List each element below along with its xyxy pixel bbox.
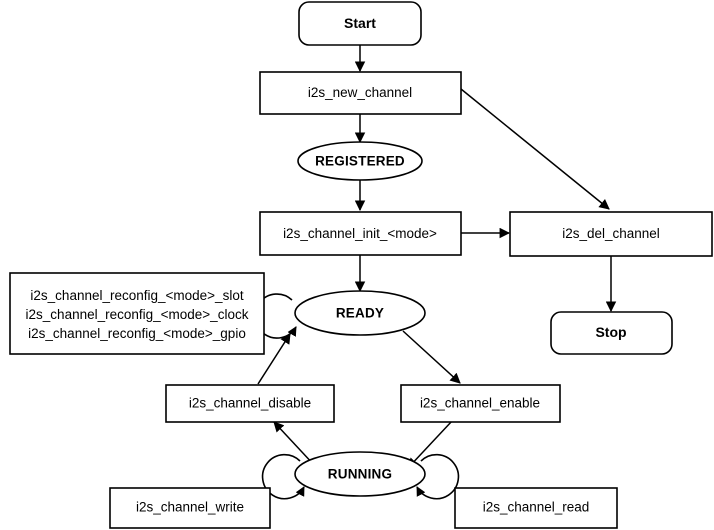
loop-running-read xyxy=(416,453,460,500)
edge-ready-to-channel-enable xyxy=(402,330,461,384)
channel-read-label: i2s_channel_read xyxy=(483,500,590,515)
edge-new-channel-to-del-channel xyxy=(460,88,610,210)
reconfig-line-2: i2s_channel_reconfig_<mode>_clock xyxy=(26,307,249,322)
new-channel-label: i2s_new_channel xyxy=(308,85,412,100)
node-start[interactable]: Start xyxy=(298,1,422,46)
node-channel-enable[interactable]: i2s_channel_enable xyxy=(400,384,561,423)
running-label: RUNNING xyxy=(328,467,392,482)
start-label: Start xyxy=(344,15,376,31)
del-channel-label: i2s_del_channel xyxy=(562,226,660,241)
node-channel-disable[interactable]: i2s_channel_disable xyxy=(165,384,335,423)
reconfig-line-3: i2s_channel_reconfig_<mode>_gpio xyxy=(28,326,246,341)
channel-enable-label: i2s_channel_enable xyxy=(420,396,540,411)
channel-init-shape xyxy=(259,211,462,256)
channel-enable-shape xyxy=(400,384,561,423)
node-stop[interactable]: Stop xyxy=(550,311,673,355)
ready-label: READY xyxy=(336,306,384,321)
reconfig-line-1: i2s_channel_reconfig_<mode>_slot xyxy=(30,288,243,303)
node-state-running[interactable]: RUNNING xyxy=(294,451,426,497)
channel-write-shape xyxy=(109,487,271,529)
node-del-channel[interactable]: i2s_del_channel xyxy=(509,211,713,257)
node-new-channel[interactable]: i2s_new_channel xyxy=(259,71,462,115)
node-channel-read[interactable]: i2s_channel_read xyxy=(454,487,618,529)
running-shape xyxy=(294,451,426,497)
channel-read-shape xyxy=(454,487,618,529)
node-state-registered[interactable]: REGISTERED xyxy=(297,141,423,181)
registered-shape xyxy=(297,141,423,181)
channel-init-label: i2s_channel_init_<mode> xyxy=(283,226,437,241)
edge-channel-disable-to-ready xyxy=(257,333,291,385)
registered-label: REGISTERED xyxy=(315,154,405,169)
start-shape xyxy=(298,1,422,46)
channel-disable-label: i2s_channel_disable xyxy=(189,396,311,411)
channel-write-label: i2s_channel_write xyxy=(136,500,244,515)
node-channel-init[interactable]: i2s_channel_init_<mode> xyxy=(259,211,462,256)
new-channel-shape xyxy=(259,71,462,115)
reconfig-shape xyxy=(9,272,265,355)
channel-disable-shape xyxy=(165,384,335,423)
del-channel-shape xyxy=(509,211,713,257)
edge-running-to-channel-disable xyxy=(273,421,316,467)
stop-label: Stop xyxy=(595,324,626,340)
stop-shape xyxy=(550,311,673,355)
node-channel-write[interactable]: i2s_channel_write xyxy=(109,487,271,529)
node-reconfig-note[interactable]: i2s_channel_reconfig_<mode>_slot i2s_cha… xyxy=(9,272,265,355)
loop-running-write xyxy=(261,453,305,500)
node-state-ready[interactable]: READY xyxy=(294,290,426,336)
ready-shape xyxy=(294,290,426,336)
edge-channel-enable-to-running xyxy=(407,420,453,469)
